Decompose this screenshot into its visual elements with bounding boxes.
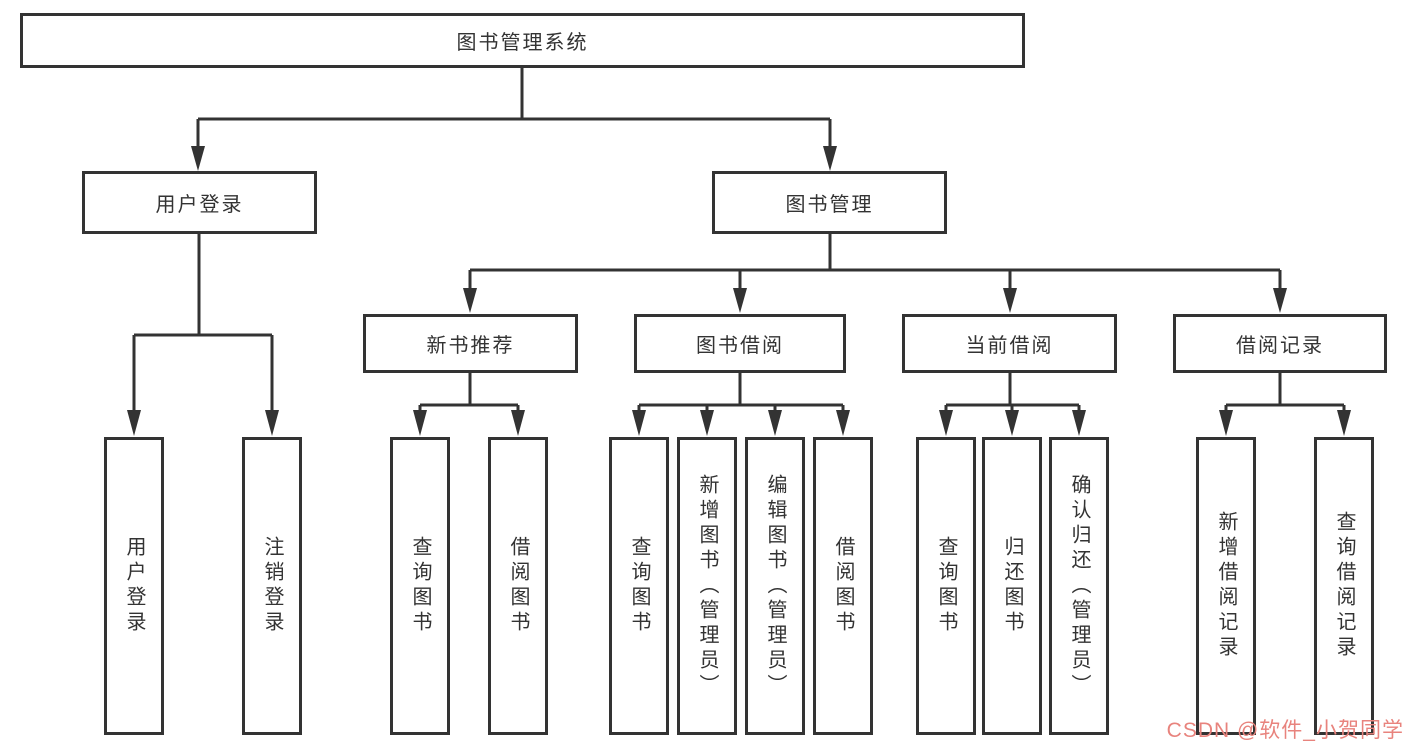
connector-current xyxy=(939,373,1086,436)
leaf-user-login: 用户登录 xyxy=(104,437,164,735)
leaf-borrow-book-1: 借阅图书 xyxy=(488,437,548,735)
node-user-login: 用户登录 xyxy=(82,171,317,234)
leaf-label: 查询借阅记录 xyxy=(1333,511,1355,661)
leaf-add-book-admin: 新增图书（管理员） xyxy=(677,437,737,735)
leaf-label: 编辑图书（管理员） xyxy=(764,473,786,699)
connector-record xyxy=(1219,373,1351,436)
node-root-system: 图书管理系统 xyxy=(20,13,1025,68)
connector-new-book xyxy=(413,373,525,436)
leaf-label: 用户登录 xyxy=(123,536,145,636)
leaf-confirm-return-admin: 确认归还（管理员） xyxy=(1049,437,1109,735)
node-borrow-record: 借阅记录 xyxy=(1173,314,1387,373)
connector-book-mgmt xyxy=(463,234,1287,313)
leaf-label: 查询图书 xyxy=(935,536,957,636)
leaf-label: 查询图书 xyxy=(409,536,431,636)
leaf-logout: 注销登录 xyxy=(242,437,302,735)
leaf-label: 借阅图书 xyxy=(832,536,854,636)
leaf-label: 新增借阅记录 xyxy=(1215,511,1237,661)
connector-user-login xyxy=(127,234,279,436)
csdn-watermark: CSDN @软件_小贺同学 xyxy=(1166,719,1404,742)
node-new-book-recommend: 新书推荐 xyxy=(363,314,578,373)
leaf-query-book-1: 查询图书 xyxy=(390,437,450,735)
leaf-label: 确认归还（管理员） xyxy=(1068,473,1090,699)
leaf-label: 注销登录 xyxy=(261,536,283,636)
leaf-label: 归还图书 xyxy=(1001,536,1023,636)
node-book-borrow: 图书借阅 xyxy=(634,314,846,373)
leaf-return-book: 归还图书 xyxy=(982,437,1042,735)
leaf-query-book-2: 查询图书 xyxy=(609,437,669,735)
leaf-label: 借阅图书 xyxy=(507,536,529,636)
leaf-edit-book-admin: 编辑图书（管理员） xyxy=(745,437,805,735)
leaf-label: 新增图书（管理员） xyxy=(696,473,718,699)
leaf-add-borrow-record: 新增借阅记录 xyxy=(1196,437,1256,735)
leaf-borrow-book-2: 借阅图书 xyxy=(813,437,873,735)
leaf-label: 查询图书 xyxy=(628,536,650,636)
connector-root xyxy=(191,68,837,171)
leaf-query-borrow-record: 查询借阅记录 xyxy=(1314,437,1374,735)
connector-borrow xyxy=(632,373,850,436)
leaf-query-book-3: 查询图书 xyxy=(916,437,976,735)
node-book-management: 图书管理 xyxy=(712,171,947,234)
node-current-borrow: 当前借阅 xyxy=(902,314,1117,373)
